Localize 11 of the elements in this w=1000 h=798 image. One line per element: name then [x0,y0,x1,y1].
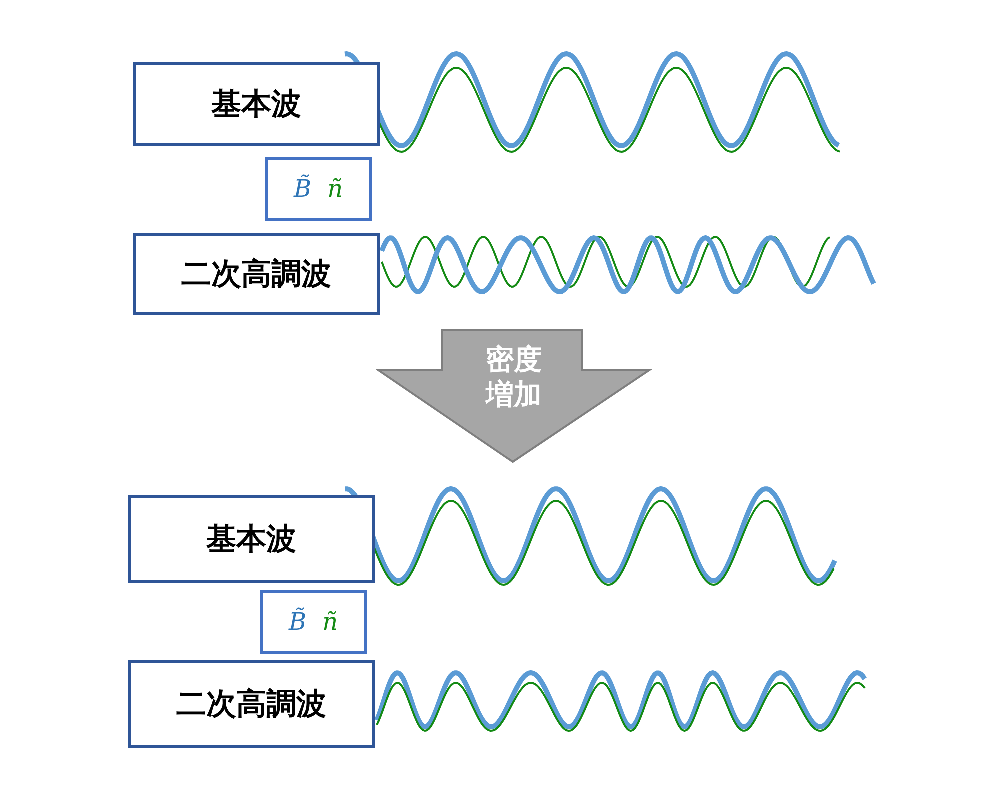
label-box: 基本波 [133,62,380,146]
symbol-box [260,590,367,654]
symbol-box [265,157,372,221]
math-symbol: ñ [322,608,338,636]
math-symbol: ñ [328,175,344,203]
label-box: 基本波 [128,495,375,583]
math-symbol: B̃ [294,175,312,203]
label-box: 二次高調波 [128,660,375,748]
label-box: 二次高調波 [133,233,380,315]
math-symbol: B̃ [288,608,307,636]
arrow-label: 密度増加 [484,342,543,412]
